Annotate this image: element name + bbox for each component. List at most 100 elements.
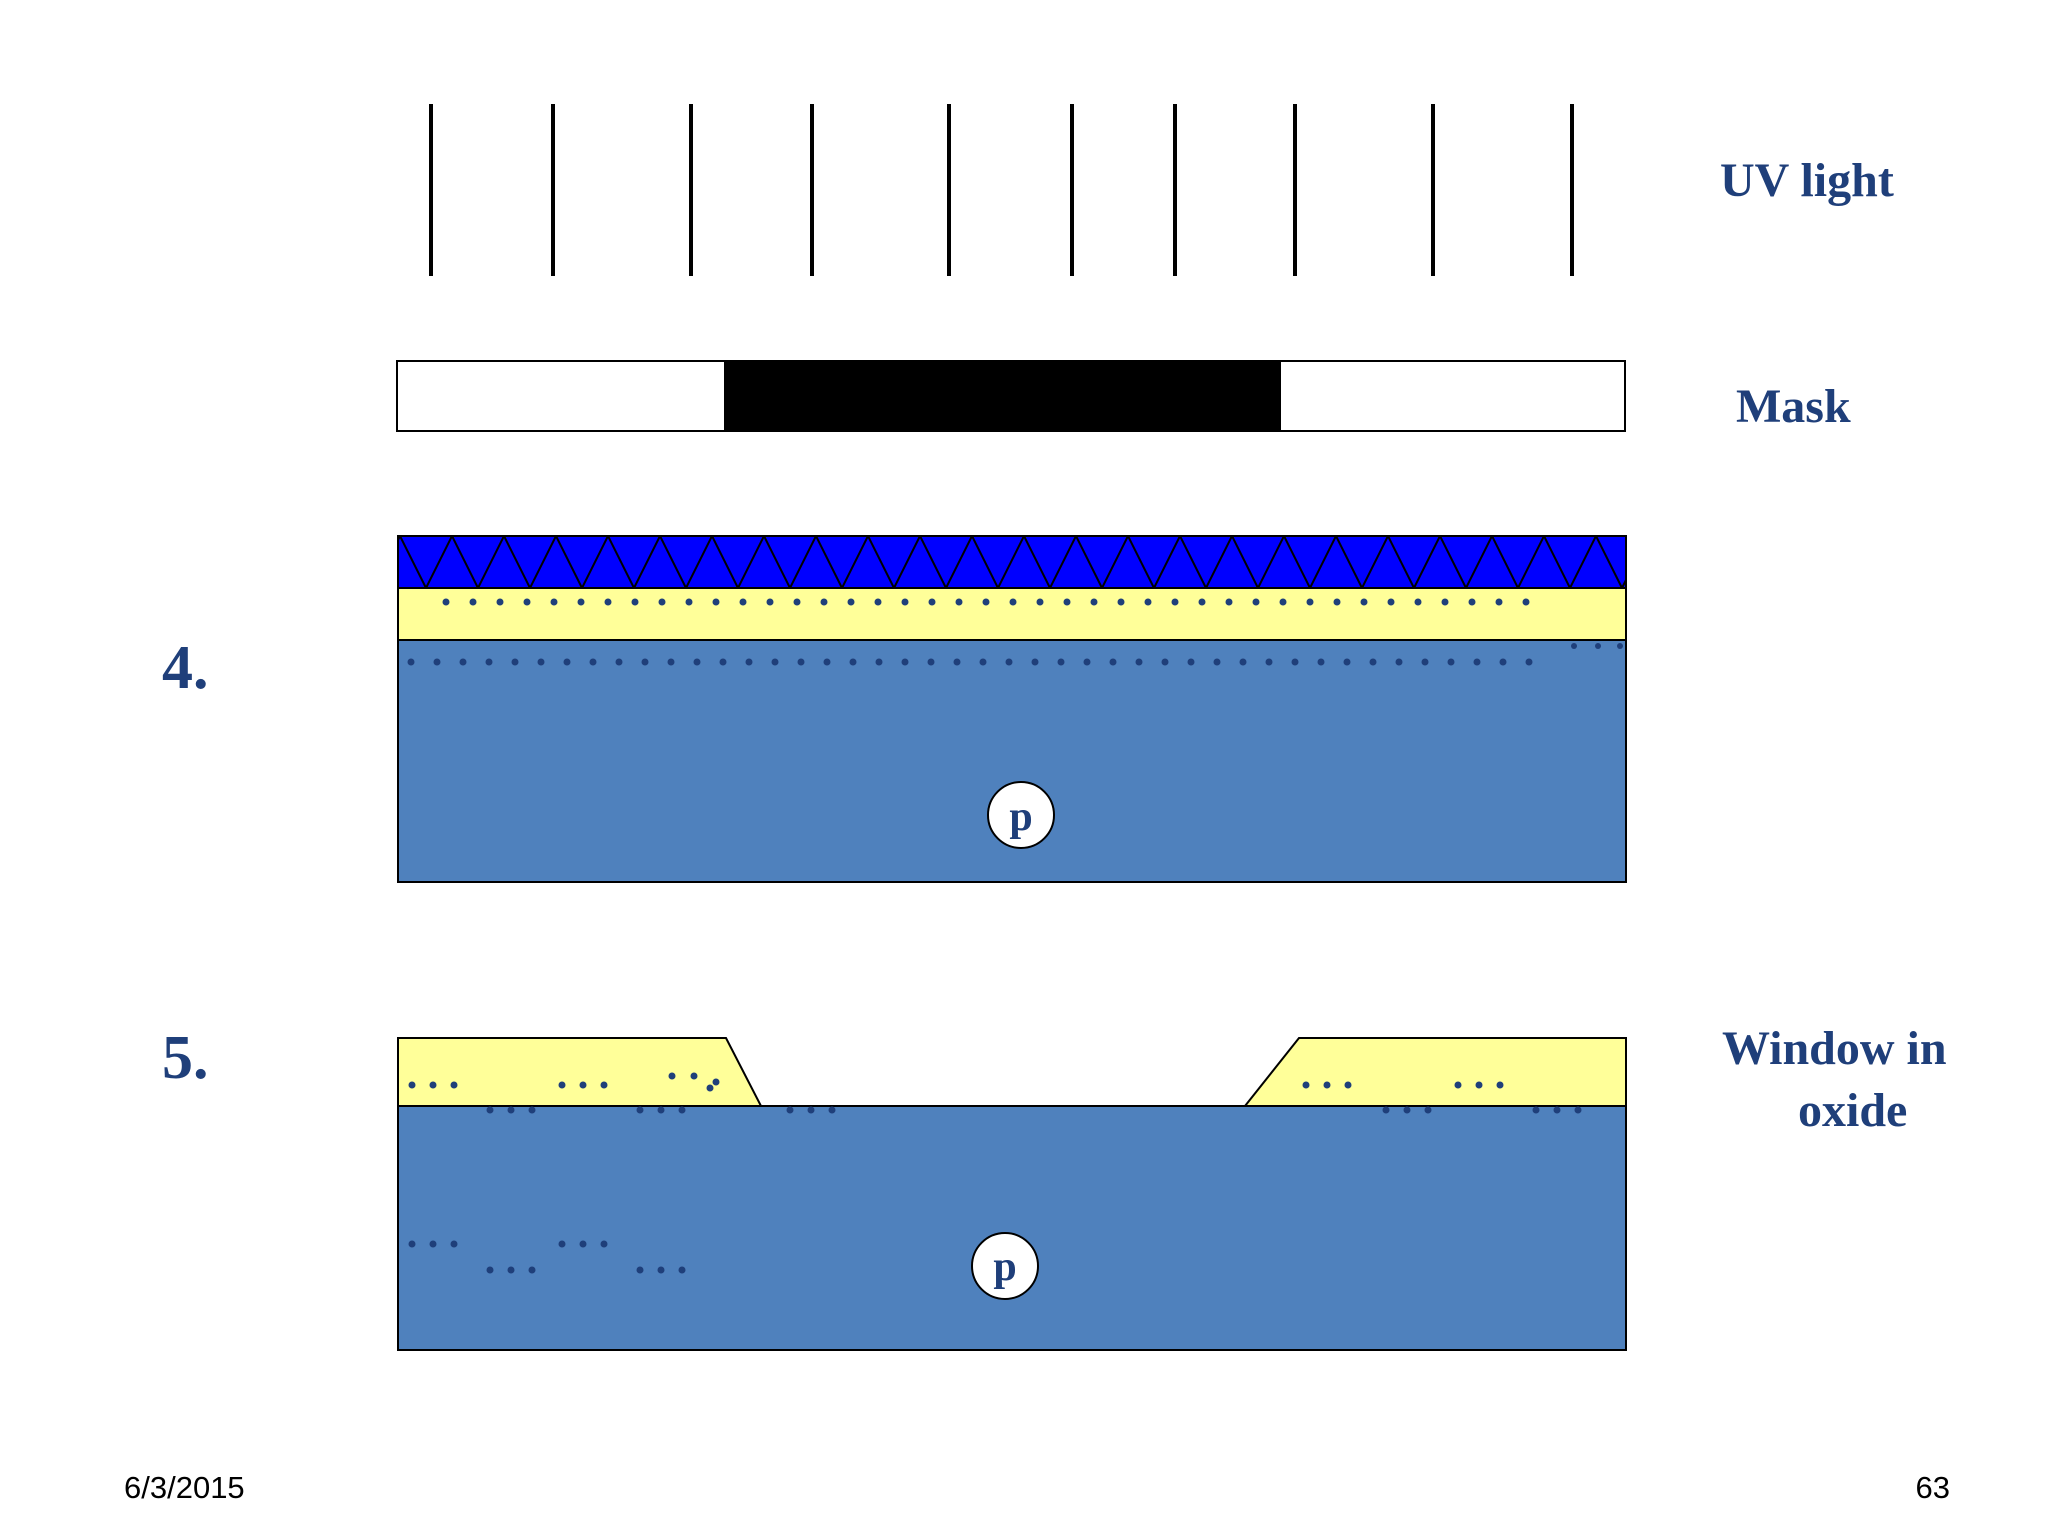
dopant-dot [1343, 658, 1351, 666]
dopant-dot [766, 598, 774, 606]
dopant-dot [486, 1266, 494, 1274]
dopant-dot [678, 1106, 686, 1114]
dopant-dot [690, 1072, 698, 1080]
dopant-dot [797, 658, 805, 666]
dopant-dot [1468, 598, 1476, 606]
dopant-dot [712, 1078, 720, 1086]
dopant-dot [1553, 1106, 1561, 1114]
dopant-dot [579, 1240, 587, 1248]
mask-clear-left [396, 360, 726, 432]
dopant-dot [849, 658, 857, 666]
dopant-dot [407, 658, 415, 666]
dopant-dot [745, 658, 753, 666]
dopant-dot [1323, 1081, 1331, 1089]
dopant-dot [807, 1106, 815, 1114]
wafer-step-5: p [397, 1037, 1627, 1351]
dopant-dot [1171, 598, 1179, 606]
dopant-dots-step-4 [407, 598, 1623, 666]
dopant-dot [1441, 598, 1449, 606]
dopant-dot [1447, 658, 1455, 666]
dopant-dot [631, 598, 639, 606]
dopant-dot [1306, 598, 1314, 606]
dopant-dot [1532, 1106, 1540, 1114]
dopant-dot [820, 598, 828, 606]
dopant-dot [1360, 598, 1368, 606]
dopant-dot [1473, 658, 1481, 666]
dopant-dot [927, 658, 935, 666]
dopant-dot [1063, 598, 1071, 606]
photoresist-pattern [398, 536, 1626, 588]
dopant-dot [1009, 598, 1017, 606]
dopant-dot [459, 658, 467, 666]
dopant-dot [507, 1106, 515, 1114]
dopant-dot [485, 658, 493, 666]
dopant-dot [523, 598, 531, 606]
dopant-dot [1317, 658, 1325, 666]
dopant-dot [1005, 658, 1013, 666]
dopant-dot [1135, 658, 1143, 666]
dopant-dot [979, 658, 987, 666]
dopant-dot [408, 1081, 416, 1089]
dopant-dot [429, 1240, 437, 1248]
dopant-dot [1617, 643, 1623, 649]
dopant-dot [847, 598, 855, 606]
oxide-left-segment [397, 1037, 763, 1107]
dopant-dot [901, 658, 909, 666]
dopant-dot [1187, 658, 1195, 666]
uv-light-arrows [429, 104, 1574, 276]
photomask [396, 360, 1626, 432]
dopant-dot [1031, 658, 1039, 666]
dopant-dot [1414, 598, 1422, 606]
substrate-type-label: p [993, 1244, 1016, 1290]
dopant-dot [563, 658, 571, 666]
dopant-dot [685, 598, 693, 606]
dopant-dot [1403, 1106, 1411, 1114]
dopant-dot [589, 658, 597, 666]
dopant-dot [496, 598, 504, 606]
mask-clear-right [1279, 360, 1626, 432]
dopant-dot [511, 658, 519, 666]
dopant-dot [1496, 1081, 1504, 1089]
dopant-dot [667, 658, 675, 666]
dopant-dot [771, 658, 779, 666]
dopant-dot [1161, 658, 1169, 666]
dopant-dots-step-5 [408, 1072, 1582, 1274]
dopant-dot [641, 658, 649, 666]
footer-date: 6/3/2015 [124, 1470, 245, 1505]
dopant-dot [507, 1266, 515, 1274]
dopant-dot [1424, 1106, 1432, 1114]
uv-light-label: UV light [1720, 154, 1894, 207]
dopant-dot [1279, 598, 1287, 606]
dopant-dot [1395, 658, 1403, 666]
dopant-dot [712, 598, 720, 606]
dopant-dot [433, 658, 441, 666]
dopant-dot [875, 658, 883, 666]
substrate-body [397, 1105, 1627, 1351]
dopant-dot [693, 658, 701, 666]
dopant-dot [928, 598, 936, 606]
dopant-dot [537, 658, 545, 666]
dopant-dot [739, 598, 747, 606]
dopant-dot [1387, 598, 1395, 606]
dopant-dot [558, 1240, 566, 1248]
dopant-dot [1239, 658, 1247, 666]
dopant-dot [558, 1081, 566, 1089]
dopant-dot [658, 598, 666, 606]
dopant-dot [429, 1081, 437, 1089]
dopant-dot [1571, 643, 1577, 649]
dopant-dot [1117, 598, 1125, 606]
dopant-dot [1252, 598, 1260, 606]
mask-label: Mask [1736, 380, 1851, 433]
dopant-dot [1036, 598, 1044, 606]
dopant-dot [1499, 658, 1507, 666]
dopant-dot [528, 1106, 536, 1114]
dopant-dot [1522, 598, 1530, 606]
dopant-dot [828, 1106, 836, 1114]
dopant-dot [450, 1240, 458, 1248]
dopant-dot [786, 1106, 794, 1114]
dopant-dot [1225, 598, 1233, 606]
dopant-dot [636, 1106, 644, 1114]
dopant-dot [442, 598, 450, 606]
dopant-dot [408, 1240, 416, 1248]
dopant-dot [528, 1266, 536, 1274]
